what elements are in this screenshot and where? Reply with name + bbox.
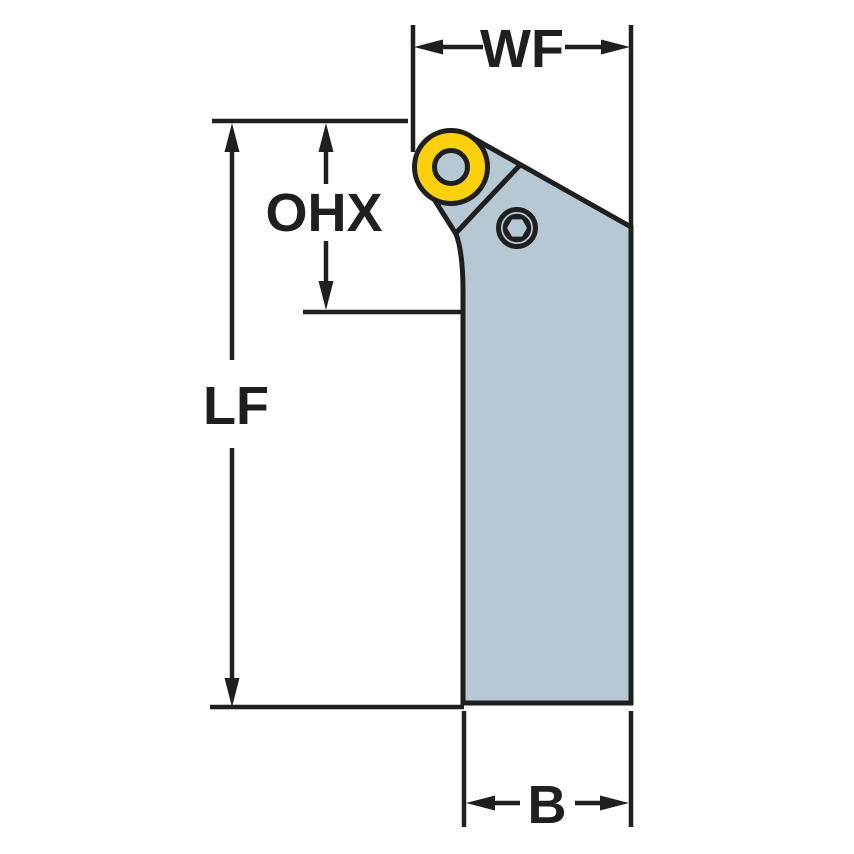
- b-dimension: B: [461, 711, 634, 835]
- tool-body-group: [423, 130, 634, 706]
- ohx-arrow-down: [318, 281, 334, 310]
- b-arrow-left: [466, 795, 495, 811]
- wf-dimension: WF: [410, 19, 634, 230]
- wf-label: WF: [480, 19, 564, 79]
- ohx-arrow-up: [318, 123, 334, 152]
- insert-pocket-line: [454, 163, 522, 235]
- lf-label: LF: [203, 376, 269, 436]
- lf-arrow-up: [224, 123, 240, 152]
- lf-arrow-down: [224, 678, 240, 707]
- b-label: B: [528, 775, 567, 835]
- clamp-screw-outer-circle: [496, 207, 538, 249]
- wf-arrow-left: [414, 39, 443, 55]
- screw-hex-socket-icon: [502, 215, 532, 241]
- round-insert-group: [412, 128, 490, 206]
- lf-dimension: LF: [203, 123, 464, 710]
- ohx-label: OHX: [265, 183, 382, 243]
- b-arrow-right: [600, 795, 629, 811]
- wf-arrow-right: [601, 39, 630, 55]
- insert-center-hole: [432, 148, 470, 186]
- ohx-dimension: OHX: [265, 123, 464, 315]
- tool-body: [423, 130, 634, 706]
